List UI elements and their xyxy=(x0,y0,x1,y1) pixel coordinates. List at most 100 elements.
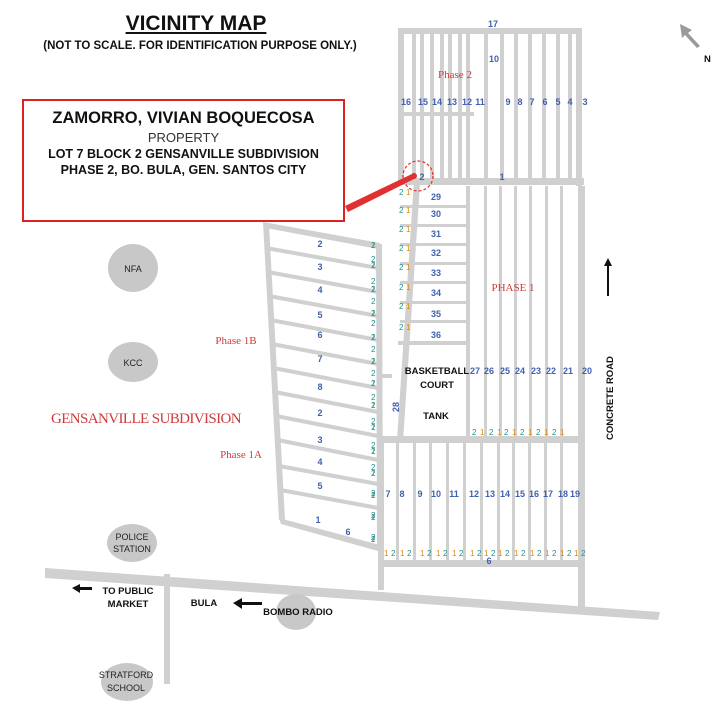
lot-phase1-31[interactable]: 31 xyxy=(431,229,441,239)
lot-phase1a-6[interactable]: 6 xyxy=(345,527,350,537)
lot-phase2-6[interactable]: 6 xyxy=(542,97,547,107)
marker-one: 1 xyxy=(544,428,549,437)
phase2-divider xyxy=(556,34,560,180)
lot-phase1-36[interactable]: 36 xyxy=(431,330,441,340)
property-highlight[interactable] xyxy=(402,160,434,192)
lot-phase2-13[interactable]: 13 xyxy=(447,97,457,107)
marker-two: 2 xyxy=(371,297,376,306)
marker-two: 2 xyxy=(371,535,376,544)
police-station-landmark[interactable] xyxy=(107,524,157,562)
lot-phase1-30[interactable]: 30 xyxy=(431,209,441,219)
court-label-2: COURT xyxy=(420,380,454,391)
lot-phase1-24[interactable]: 24 xyxy=(515,366,525,376)
lot-phase1-7[interactable]: 7 xyxy=(385,489,390,499)
lot-phase2-14[interactable]: 14 xyxy=(432,97,442,107)
phase1b-lot-line xyxy=(275,414,379,438)
lot-phase2-9[interactable]: 9 xyxy=(505,97,510,107)
phase1b-lot-line xyxy=(274,390,379,414)
bombo-radio-landmark[interactable] xyxy=(276,594,316,630)
lot-phase2-12[interactable]: 12 xyxy=(462,97,472,107)
phase2-divider xyxy=(542,34,546,180)
marker-two: 2 xyxy=(399,283,404,292)
lot-phase1-29[interactable]: 29 xyxy=(431,192,441,202)
marker-one: 1 xyxy=(452,549,457,558)
lot-phase1-34[interactable]: 34 xyxy=(431,288,441,298)
lot-phase2-17[interactable]: 17 xyxy=(488,19,498,29)
lot-phase1-21[interactable]: 21 xyxy=(563,366,573,376)
phase1-left-lot-line xyxy=(400,205,468,208)
lot-phase2-15[interactable]: 15 xyxy=(418,97,428,107)
kcc-landmark[interactable] xyxy=(108,342,158,382)
lot-phase2-8[interactable]: 8 xyxy=(517,97,522,107)
lot-phase1-12[interactable]: 12 xyxy=(469,489,479,499)
lot-phase1-6[interactable]: 6 xyxy=(486,556,491,566)
phase1-lower-lot-line xyxy=(497,443,500,560)
lot-phase1b-5[interactable]: 5 xyxy=(317,310,322,320)
lot-phase1a-2[interactable]: 2 xyxy=(317,408,322,418)
stratford-school-landmark[interactable] xyxy=(101,663,153,701)
lot-phase2-4[interactable]: 4 xyxy=(567,97,572,107)
lot-phase1-33[interactable]: 33 xyxy=(431,268,441,278)
lot-phase1-16[interactable]: 16 xyxy=(529,489,539,499)
marker-one: 1 xyxy=(406,188,411,197)
market-arrow-icon xyxy=(72,584,92,593)
lot-phase1-23[interactable]: 23 xyxy=(531,366,541,376)
marker-one: 1 xyxy=(574,549,579,558)
marker-two: 2 xyxy=(399,302,404,311)
lot-phase1-35[interactable]: 35 xyxy=(431,309,441,319)
lot-phase1-27[interactable]: 27 xyxy=(470,366,480,376)
lot-phase2-10[interactable]: 10 xyxy=(489,54,499,64)
phase1-left-lot-line xyxy=(400,281,468,284)
lot-phase1-25[interactable]: 25 xyxy=(500,366,510,376)
lot-phase1b-6[interactable]: 6 xyxy=(317,330,322,340)
stratford-label-2: SCHOOL xyxy=(107,683,145,693)
lot-phase1a-4[interactable]: 4 xyxy=(317,457,322,467)
lot-phase1a-3[interactable]: 3 xyxy=(317,435,322,445)
phase1-upper-lot-lines xyxy=(484,186,563,438)
marker-two: 2 xyxy=(520,428,525,437)
lot-phase1-15[interactable]: 15 xyxy=(515,489,525,499)
lot-phase2-2-selected[interactable]: 2 xyxy=(419,172,424,182)
lot-phase1-14[interactable]: 14 xyxy=(500,489,510,499)
lot-phase1-10[interactable]: 10 xyxy=(431,489,441,499)
phase1-inner-road xyxy=(466,186,470,438)
lot-phase2-11[interactable]: 11 xyxy=(475,97,485,107)
lot-phase1-11[interactable]: 11 xyxy=(449,489,459,499)
lot-phase1a-1[interactable]: 1 xyxy=(315,515,320,525)
lot-phase1-17[interactable]: 17 xyxy=(543,489,553,499)
lot-phase1-20[interactable]: 20 xyxy=(582,366,592,376)
lot-phase1-32[interactable]: 32 xyxy=(431,248,441,258)
lot-phase1-9[interactable]: 9 xyxy=(417,489,422,499)
lot-phase2-3[interactable]: 3 xyxy=(582,97,587,107)
lot-phase1-13[interactable]: 13 xyxy=(485,489,495,499)
phase1-upper-lot-line xyxy=(529,186,532,438)
lot-phase1-19[interactable]: 19 xyxy=(570,489,580,499)
lot-phase1-28[interactable]: 28 xyxy=(391,402,401,412)
lot-phase1-8[interactable]: 8 xyxy=(399,489,404,499)
lot-phase1-26[interactable]: 26 xyxy=(484,366,494,376)
lot-phase1b-8[interactable]: 8 xyxy=(317,382,322,392)
marker-two: 2 xyxy=(567,549,572,558)
owner-name: ZAMORRO, VIVIAN BOQUECOSA xyxy=(52,109,315,127)
phase1b-lot-line xyxy=(271,342,379,366)
lot-phase1a-5[interactable]: 5 xyxy=(317,481,322,491)
marker-one: 1 xyxy=(371,357,376,366)
phase1-lower-lot-line xyxy=(396,443,399,560)
lot-phase1-18[interactable]: 18 xyxy=(558,489,568,499)
lot-phase1b-7[interactable]: 7 xyxy=(317,354,322,364)
lot-phase1b-3[interactable]: 3 xyxy=(317,262,322,272)
lot-phase2-1[interactable]: 1 xyxy=(499,172,504,182)
phase1-left-lot-line xyxy=(400,301,468,304)
lot-phase1b-4[interactable]: 4 xyxy=(317,285,322,295)
marker-one: 1 xyxy=(371,285,376,294)
phase2-divider xyxy=(466,34,470,180)
lot-phase2-16[interactable]: 16 xyxy=(401,97,411,107)
lot-phase1b-2[interactable]: 2 xyxy=(317,239,322,249)
nfa-landmark[interactable] xyxy=(108,244,158,292)
lot-phase2-7[interactable]: 7 xyxy=(529,97,534,107)
phase1-left-lot-lines xyxy=(400,205,468,323)
selected-property[interactable] xyxy=(345,160,434,212)
marker-two: 2 xyxy=(443,549,448,558)
lot-phase2-5[interactable]: 5 xyxy=(555,97,560,107)
lot-phase1-22[interactable]: 22 xyxy=(546,366,556,376)
